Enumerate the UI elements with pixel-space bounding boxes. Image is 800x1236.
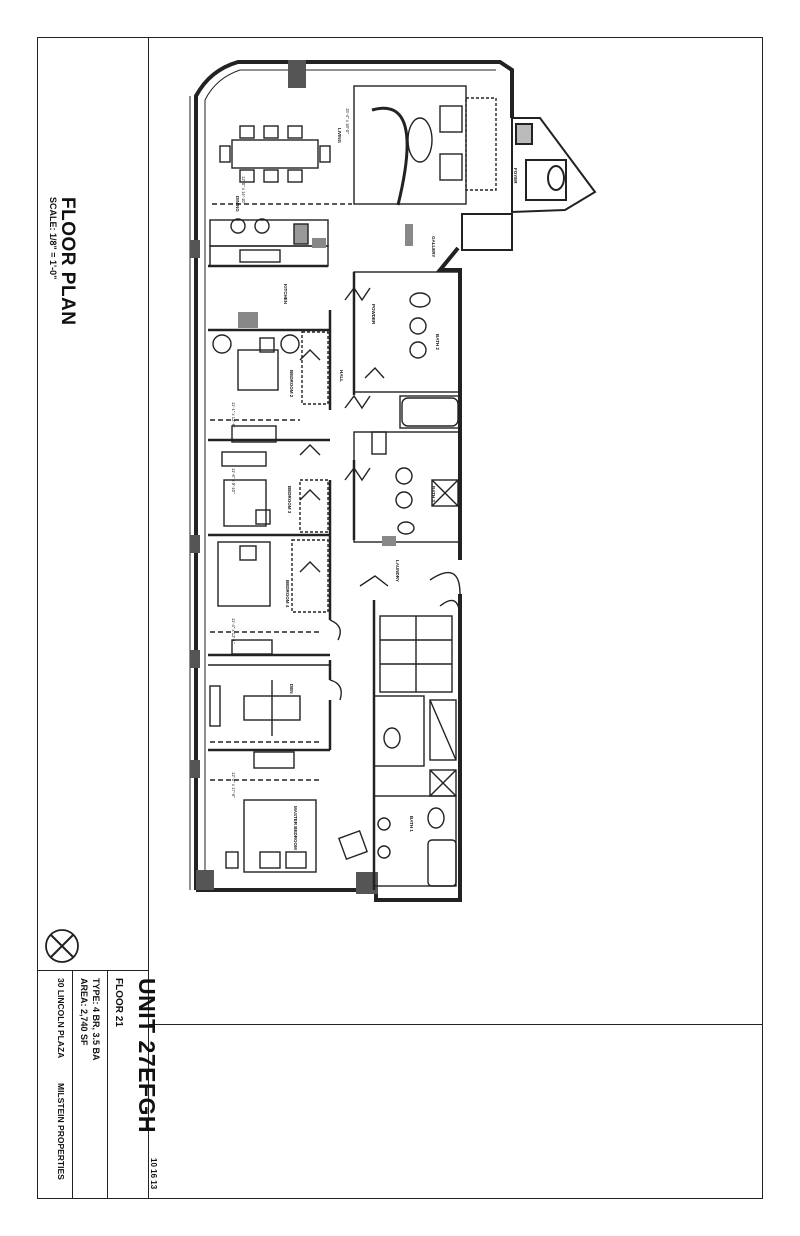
dim-living: 15'-4" x 18'-0" [345,108,350,134]
dim-bedroom4: 11'-4" x 12'-1" [231,618,236,644]
den [208,664,330,769]
exterior-wall-inner-line [189,69,496,890]
label-bath1: BATH 1 [409,816,414,832]
dimension-labels: 15'-4" x 18'-0" 12'-0" x 14'-10" 11'-1" … [231,108,350,798]
dim-master: 12'-2" x 17'-6" [231,772,236,798]
drawing-sheet-border [37,37,763,1199]
label-powder: POWDER [371,304,376,325]
label-bedroom3: BEDROOM 3 [287,486,292,514]
label-hall: HALL [339,370,344,382]
title-block-column-divider [72,970,73,1199]
dim-bedroom2: 11'-1" x 12'-9" [231,402,236,428]
label-master: MASTER BEDROOM [293,806,298,850]
label-foyer: FOYER [513,168,518,184]
label-den: DEN [289,684,294,694]
service-core [461,117,597,251]
bedroom-2 [210,331,329,443]
window-marks [190,60,378,894]
title-block-column-divider [107,970,108,1199]
label-gallery: GALLERY [431,236,436,257]
label-living: LIVING [337,128,342,144]
fixture-blocks [238,224,413,546]
label-dining: DINING [235,196,240,212]
door-swings [299,286,461,701]
title-block-strip [37,37,149,1199]
label-bedroom2: BEDROOM 2 [289,370,294,398]
kitchen [208,218,329,267]
label-kitchen: KITCHEN [283,284,288,304]
dim-dining: 12'-0" x 14'-10" [241,176,246,205]
bathrooms-upper [353,271,461,543]
master-bedroom [210,779,368,873]
label-laundry: LAUNDRY [395,560,400,582]
dining-room [212,125,352,205]
room-labels: LIVING DINING KITCHEN FOYER POWDER GALLE… [235,128,518,850]
sheet-bottom-divider [149,1024,763,1025]
title-block-divider [37,970,149,971]
label-bath3: BATH 3 [431,486,436,502]
living-room [353,85,497,206]
bathrooms-lower [373,615,457,887]
label-bedroom4: BEDROOM 4 [285,580,290,608]
label-bath2: BATH 2 [435,334,440,350]
dim-bedroom3: 11'-6" x 9'-10" [231,468,236,494]
bedroom-4 [210,539,329,655]
north-arrow-icon [45,929,79,963]
bedroom-3 [221,451,329,533]
